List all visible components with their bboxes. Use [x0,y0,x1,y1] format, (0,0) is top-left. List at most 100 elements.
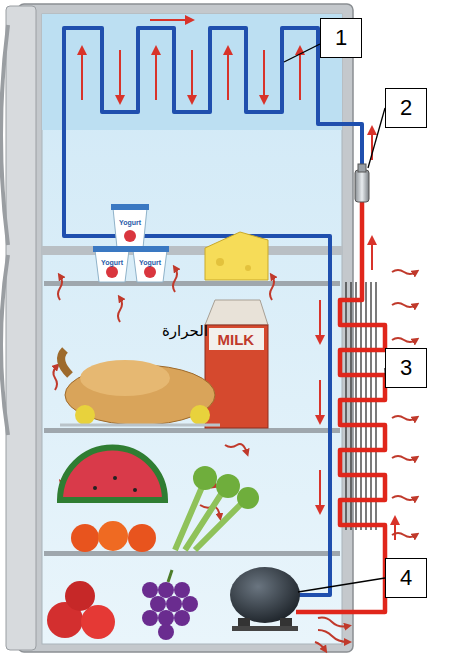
grapes [158,624,174,640]
heat-wave [173,268,177,292]
heat-wave [58,276,62,300]
heat-wave [53,366,57,390]
callout-box: 4 [385,558,427,598]
tomato [71,521,156,552]
flow-arrow [319,300,321,340]
grapes [142,582,158,598]
watermelon [93,486,97,490]
product-text: Yogurt [101,259,123,266]
flow-arrow [263,50,265,100]
tomato [128,524,156,552]
product-text: MILK [218,332,255,347]
yogurt-cup [95,250,129,282]
cheese [205,232,268,280]
product-text: Yogurt [119,219,141,226]
flow-arrow [191,50,193,100]
cheese [216,258,224,266]
heat-wave [392,416,416,420]
roast-chicken [190,405,210,425]
shelf [44,281,340,286]
callout-number: 1 [335,25,347,51]
heat-label: الحرارة [162,323,208,338]
shelf [44,428,340,433]
milk-carton [205,300,268,428]
cheese [245,265,251,271]
heat-wave [392,456,416,460]
evaporator-coil [64,28,362,595]
heat-wave [118,298,122,322]
heat-wave [392,338,416,342]
heat-wave [225,444,247,453]
tomato [98,521,128,551]
yogurt-cup [111,204,149,210]
flow-arrow [119,50,121,100]
condenser-coil [375,282,376,530]
grapes [158,582,174,598]
roast-chicken [75,405,95,425]
apple [81,605,115,639]
product-text: Yogurt [139,259,161,266]
condenser-coil [296,200,385,612]
expansion-valve [355,170,369,202]
milk-carton [205,325,268,428]
flow-arrow [394,520,396,540]
cheese [205,232,268,280]
callout-number: 4 [400,565,412,591]
callout-number: 3 [400,355,412,381]
heat-wave [318,618,348,627]
flow-arrow [150,19,190,21]
flow-arrow [319,380,321,420]
grapes [174,582,190,598]
heat-wave [53,268,416,650]
condenser-coil [346,282,376,530]
expansion-valve [358,164,366,172]
leader-line [368,108,385,168]
celery [216,474,240,498]
callout-box: 1 [320,18,362,58]
yogurt-cup [106,266,118,278]
yogurt-cup [124,230,136,242]
compressor [230,567,300,631]
fridge-body [42,246,342,255]
grapes [158,610,174,626]
grapes [142,570,198,640]
flow-arrow [371,240,373,270]
expansion-valve [355,164,369,202]
fridge-body [6,6,36,650]
compressor [232,626,298,631]
compressor [230,567,300,623]
roast-chicken [60,424,220,427]
grapes [166,596,182,612]
condenser-coil [355,282,356,530]
fridge-body [1,4,353,652]
watermelon [113,476,117,480]
callout-number: 2 [400,95,412,121]
yogurt-cup [131,246,169,252]
fridge-body [18,4,353,652]
roast-chicken [80,360,170,396]
fridge-body [1,25,8,245]
celery [237,487,259,509]
apple [47,581,115,639]
fridge-body [42,14,342,644]
grapes [182,596,198,612]
leader-line [284,44,320,62]
watermelon [60,448,165,501]
evaporator-coil [64,28,362,595]
leader-line [284,44,386,592]
grapes [142,610,158,626]
heat-wave [392,496,416,500]
milk-carton [209,328,264,350]
condenser-coil [296,200,385,612]
shelf [44,551,340,556]
callout-box: 2 [385,88,427,128]
callout-box: 3 [385,348,427,388]
yogurt-cup [93,204,169,282]
heat-wave [315,642,325,650]
heat-wave [270,276,274,300]
roast-chicken [60,350,220,425]
yogurt-cup [113,208,147,248]
heat-wave [318,630,348,642]
watermelon [133,488,137,492]
